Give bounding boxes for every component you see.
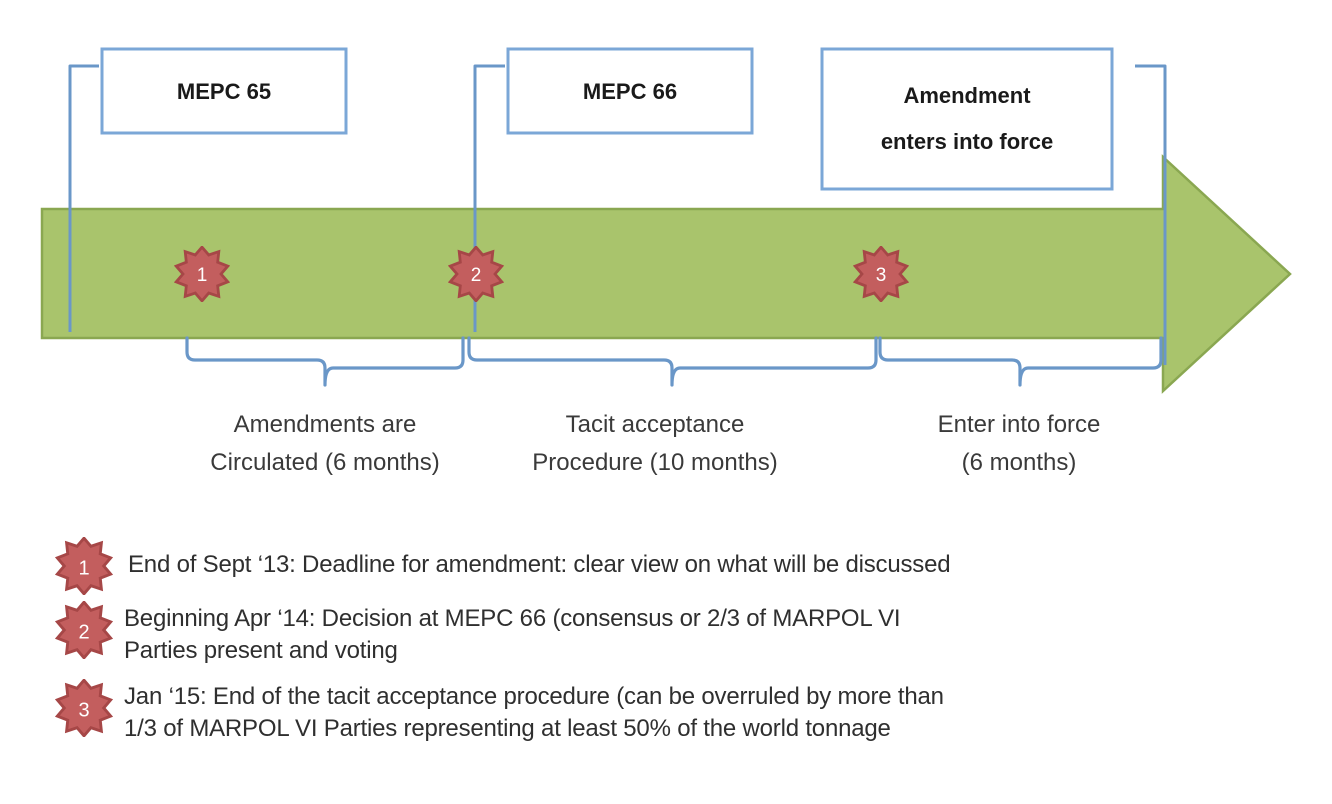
phase-label-circulated: Amendments are Circulated (6 months) (210, 411, 439, 476)
timeline-marker-2-number: 2 (471, 265, 482, 286)
timeline-markers: 1 2 3 (174, 246, 909, 302)
legend-star-3[interactable]: 3 (55, 679, 113, 737)
phase-label-tacit-acceptance: Tacit acceptance Procedure (10 months) (532, 411, 777, 476)
milestone-box-mepc-65-label: MEPC 65 (177, 79, 271, 104)
bracket-phase-circulated (185, 336, 465, 387)
timeline-marker-3[interactable]: 3 (853, 246, 909, 302)
milestone-box-entry-into-force-label-line1: Amendment (903, 83, 1031, 108)
timeline-marker-1-number: 1 (197, 265, 208, 286)
legend-star-1-number: 1 (78, 557, 89, 579)
legend-star-1[interactable]: 1 (55, 537, 113, 595)
legend-stars: 1 2 3 (55, 537, 113, 737)
legend-item-3-text: Jan ‘15: End of the tacit acceptance pro… (124, 683, 944, 742)
timeline-arrow (40, 154, 1292, 394)
legend-star-3-number: 3 (78, 699, 89, 721)
phase-circulated-line1: Amendments are (234, 411, 417, 438)
legend-item-2-text: Beginning Apr ‘14: Decision at MEPC 66 (… (124, 605, 901, 664)
milestone-box-mepc-66-label: MEPC 66 (583, 79, 677, 104)
phase-tacit-acceptance-line2: Procedure (10 months) (532, 449, 777, 476)
milestone-box-mepc-66[interactable]: MEPC 66 (506, 47, 754, 135)
connector-lines (68, 64, 1167, 365)
connector-mepc-66 (473, 64, 505, 332)
connector-entry-into-force (1135, 64, 1167, 365)
phase-brackets (185, 336, 1163, 387)
phase-enter-into-force-line2: (6 months) (962, 449, 1077, 476)
phase-circulated-line2: Circulated (6 months) (210, 449, 439, 476)
phase-enter-into-force-line1: Enter into force (938, 411, 1101, 438)
legend-item-1-text: End of Sept ‘13: Deadline for amendment:… (128, 551, 951, 578)
timeline-marker-1[interactable]: 1 (174, 246, 230, 302)
phase-label-enter-into-force: Enter into force (6 months) (938, 411, 1101, 476)
legend-star-2[interactable]: 2 (55, 601, 113, 659)
phase-tacit-acceptance-line1: Tacit acceptance (566, 411, 745, 438)
bracket-phase-tacit-acceptance (467, 336, 878, 387)
milestone-box-mepc-65[interactable]: MEPC 65 (100, 47, 348, 135)
milestone-box-entry-into-force[interactable]: Amendment enters into force (820, 47, 1114, 191)
timeline-marker-3-number: 3 (876, 265, 887, 286)
legend-star-2-number: 2 (78, 621, 89, 643)
connector-mepc-65 (68, 64, 99, 332)
bracket-phase-enter-into-force (878, 336, 1163, 387)
milestone-boxes: MEPC 65 MEPC 66 Amendment enters into fo… (100, 47, 1114, 191)
timeline-marker-2[interactable]: 2 (448, 246, 504, 302)
milestone-box-entry-into-force-label-line2: enters into force (881, 129, 1053, 154)
phase-labels: Amendments are Circulated (6 months) Tac… (210, 411, 1100, 476)
